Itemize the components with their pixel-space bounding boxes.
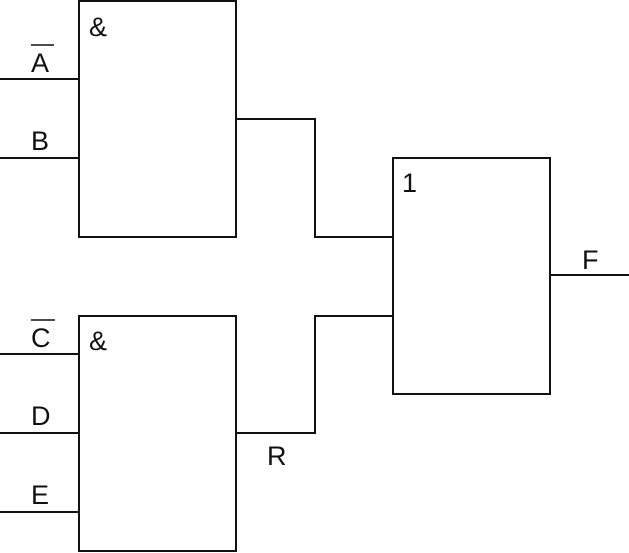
or-gate: [392, 157, 551, 395]
input-label-b: B: [31, 126, 49, 156]
and-gate-top: [78, 0, 237, 238]
input-label-e: E: [31, 480, 49, 510]
wire-and-top-to-or: [236, 118, 393, 238]
input-label-a: A: [31, 48, 49, 78]
wire-r-to-or: [236, 315, 393, 434]
and-gate-top-symbol: &: [89, 12, 107, 42]
and-gate-bottom: [78, 315, 237, 552]
output-label-f: F: [582, 245, 599, 275]
input-label-d: D: [31, 401, 51, 431]
signal-label-r: R: [267, 441, 287, 471]
input-label-c: C: [31, 323, 51, 353]
and-gate-bottom-symbol: &: [89, 326, 107, 356]
or-gate-symbol: 1: [402, 168, 417, 198]
